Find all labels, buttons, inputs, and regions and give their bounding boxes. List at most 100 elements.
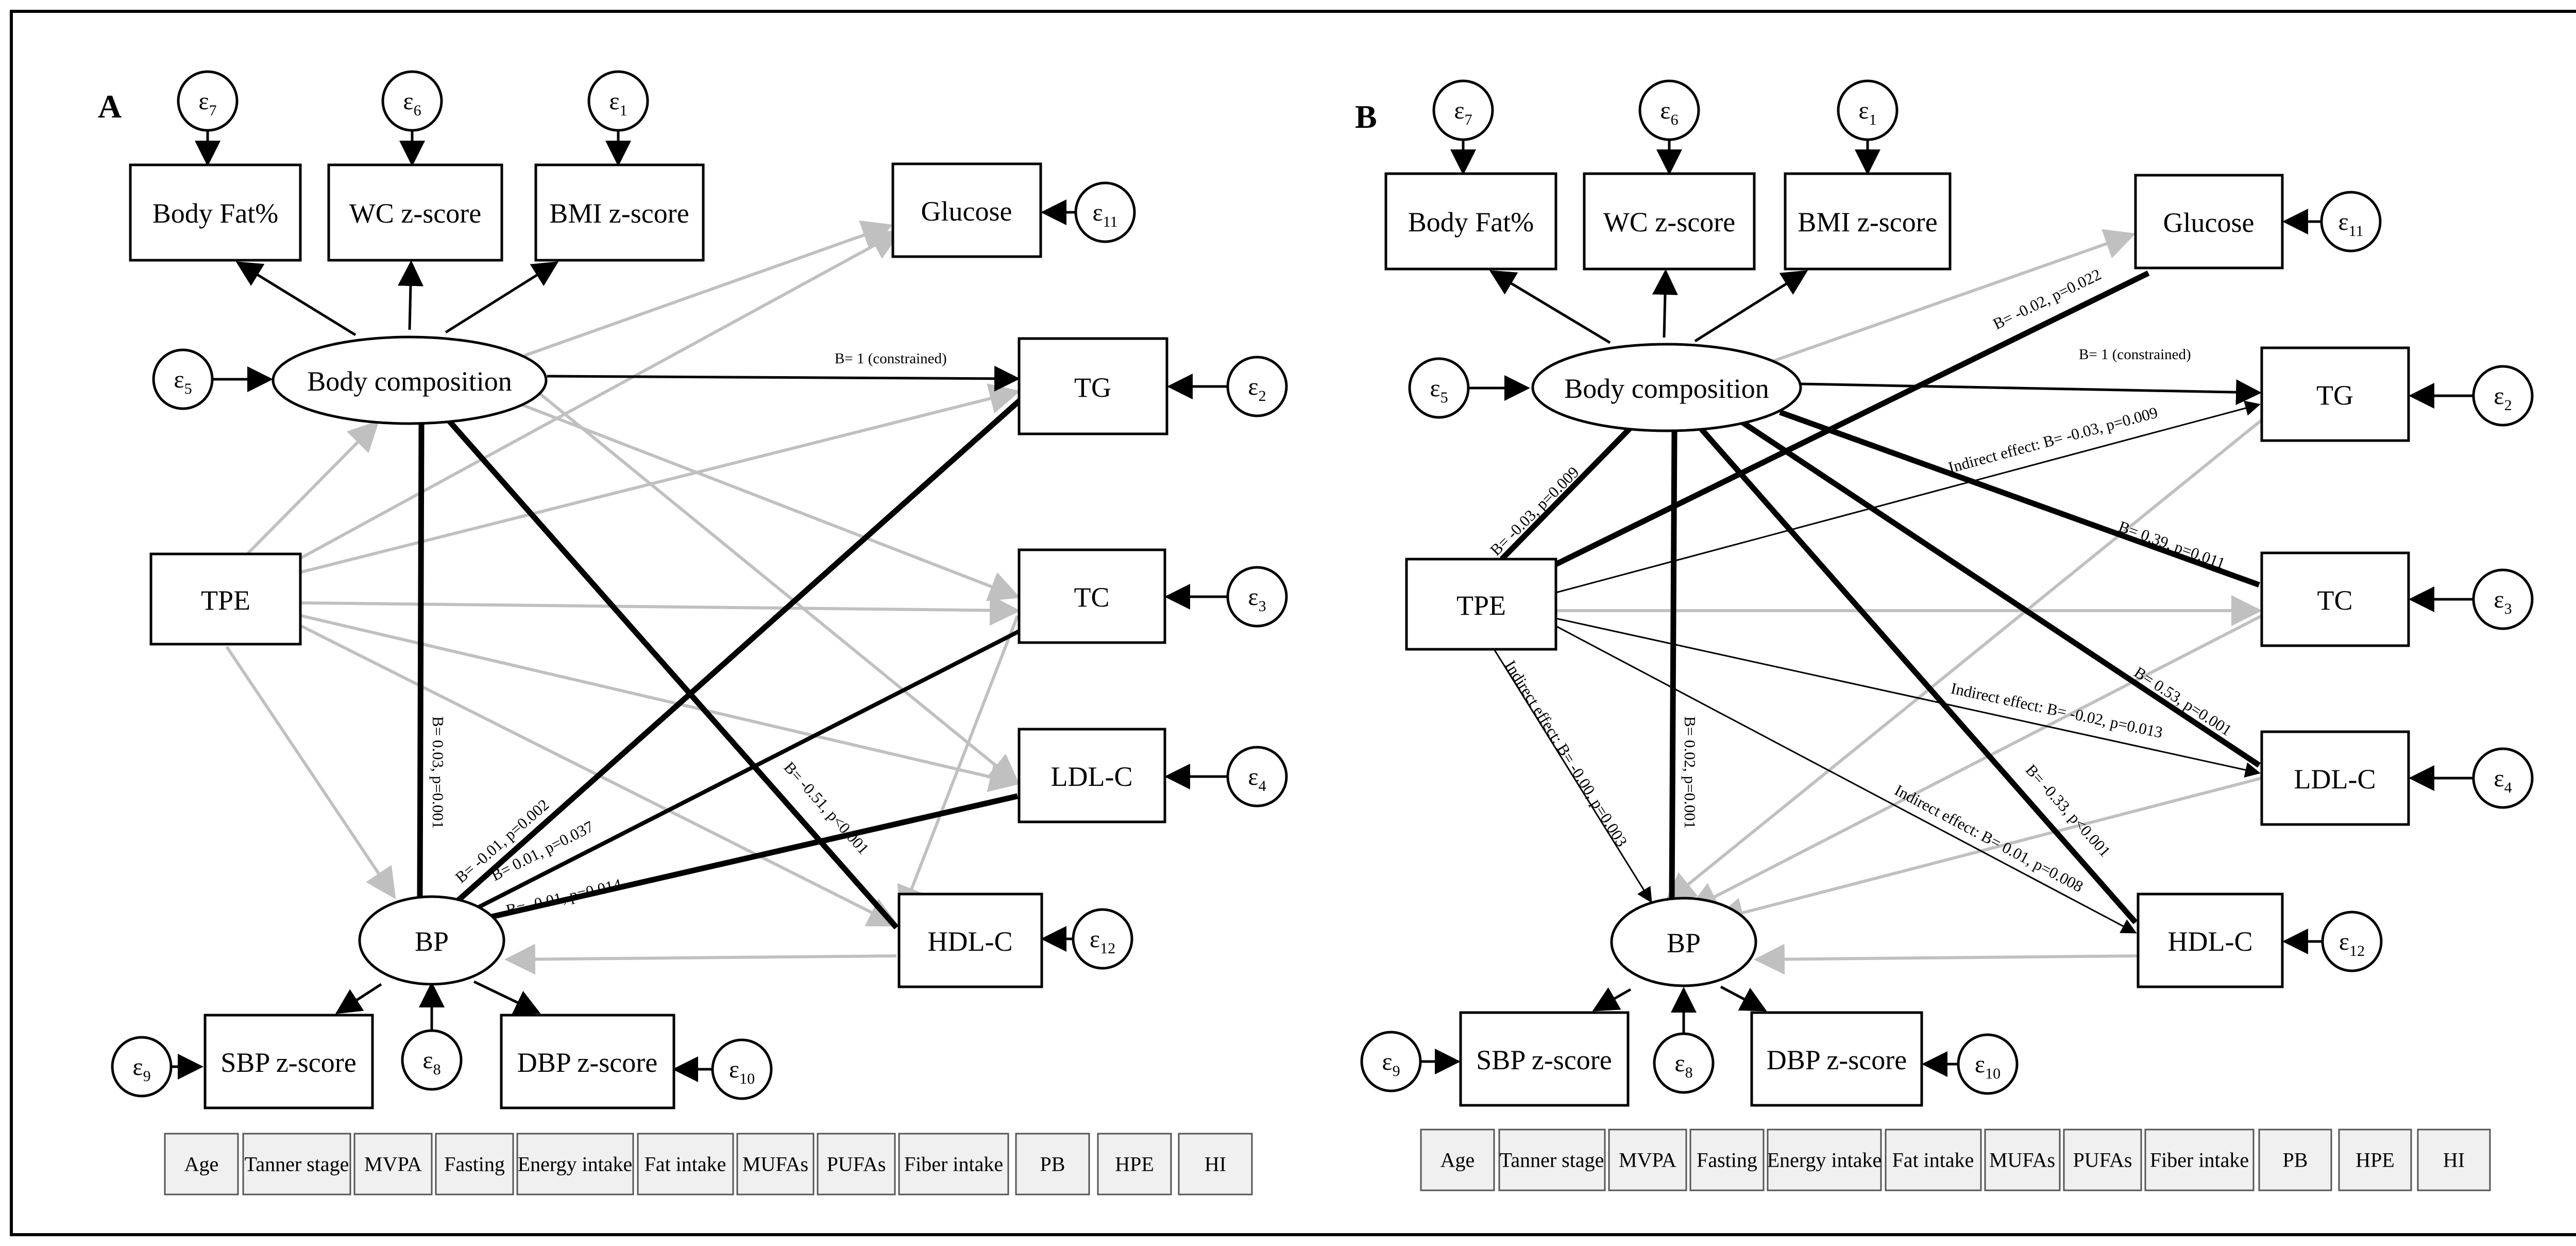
edge-b-ind-bp <box>1493 649 1652 903</box>
covariate-b-11: HI <box>2417 1129 2491 1191</box>
svg-text:Tanner stage: Tanner stage <box>1500 1149 1604 1172</box>
eps-b-e3: ε3 <box>2494 586 2512 617</box>
error-b-e4 <box>2472 747 2534 809</box>
node-a-wc-box <box>327 163 503 262</box>
eps-b-e4: ε4 <box>2494 765 2512 796</box>
eps-a-e1: ε1 <box>609 88 627 119</box>
error-b-e10 <box>1957 1033 2019 1095</box>
edge-b-bc-bodyfat <box>1489 270 1611 344</box>
node-a-hdl-box <box>897 893 1043 988</box>
edge-label-a-ldl-bp: B= -0.01, p=0.014 <box>504 875 623 919</box>
panel-b-error-circles <box>1360 79 2534 1095</box>
covariate-b-2: MVPA <box>1608 1129 1687 1191</box>
node-b-glucose-box <box>2134 174 2284 270</box>
label-a-tc: TC <box>1074 582 1109 613</box>
svg-text:Fat intake: Fat intake <box>645 1153 726 1176</box>
edge-a-tpe-bp <box>225 646 396 899</box>
covariate-b-1: Tanner stage <box>1498 1129 1606 1191</box>
eps-b-e11: ε11 <box>2338 208 2363 240</box>
edge-b-bc-bmi <box>1694 270 1808 343</box>
label-a-tg: TG <box>1074 372 1111 403</box>
error-a-e6 <box>381 70 443 132</box>
edge-b-bc-ldl <box>1737 417 2261 768</box>
svg-text:HPE: HPE <box>2355 1149 2395 1172</box>
node-b-ldl-box <box>2260 730 2410 826</box>
edge-a-bc-ldl <box>514 372 1020 785</box>
edge-label-b-bc-tc: B= 0.39, p=0.011 <box>2116 517 2228 573</box>
eps-a-e11: ε11 <box>1092 199 1117 230</box>
panel-a-black-paths <box>235 260 1025 1015</box>
error-b-e9 <box>1360 1031 1422 1092</box>
covariate-b-6: MUFAs <box>1984 1129 2061 1191</box>
covariate-b-8: Fiber intake <box>2144 1129 2255 1191</box>
covariate-a-2: MVPA <box>353 1133 433 1196</box>
covariate-a-1: Tanner stage <box>242 1133 351 1196</box>
covariate-a-3: Fasting <box>435 1133 514 1196</box>
svg-text:Tanner stage: Tanner stage <box>245 1153 349 1176</box>
error-a-e4 <box>1226 746 1288 807</box>
label-b-glucose: Glucose <box>2163 207 2255 238</box>
label-a-tpe: TPE <box>201 585 250 616</box>
edge-a-bc-wc <box>397 260 423 330</box>
edge-a-bc-tg <box>547 365 1020 392</box>
label-b-bodyfat: Body Fat% <box>1408 207 1534 238</box>
node-b-sbp-box <box>1459 1011 1630 1107</box>
covariate-a-5: Fat intake <box>637 1133 734 1196</box>
eps-a-e7: ε7 <box>198 88 216 119</box>
node-a-tpe-box <box>149 552 302 646</box>
svg-text:Fasting: Fasting <box>1697 1149 1757 1172</box>
eps-a-e4: ε4 <box>1248 763 1266 795</box>
svg-text:MVPA: MVPA <box>364 1153 422 1176</box>
panel-a-error-labels: ε7 ε6 ε1 ε11 ε5 ε2 ε3 ε4 ε12 ε9 ε8 ε10 <box>132 88 1266 1087</box>
edge-label-b-tpe-bc: B= -0.03, p=0.009 <box>1486 463 1582 559</box>
covariate-a-6: MUFAs <box>736 1133 815 1196</box>
svg-text:PUFAs: PUFAs <box>2073 1149 2132 1172</box>
covariate-b-5: Fat intake <box>1885 1129 1982 1191</box>
label-a-dbp: DBP z-score <box>517 1047 657 1078</box>
edge-b-bp-dbp <box>1720 985 1767 1012</box>
node-b-tpe-box <box>1405 558 1557 651</box>
svg-text:Fat intake: Fat intake <box>1892 1149 1974 1172</box>
label-a-bodycomp: Body composition <box>307 366 512 397</box>
edge-b-tpe-bc <box>1500 426 1633 561</box>
label-a-sbp: SBP z-score <box>221 1047 356 1078</box>
eps-b-e6: ε6 <box>1660 97 1678 128</box>
panel-a-edge-labels: B= 1 (constrained) B= 0.03, p=0.001 B= -… <box>429 350 947 919</box>
node-b-hdl-box <box>2137 893 2284 988</box>
edge-b-bc-bp <box>1669 431 1677 902</box>
eps-b-e7: ε7 <box>1454 97 1472 128</box>
node-a-tc-box <box>1018 548 1166 644</box>
eps-a-e2: ε2 <box>1248 373 1266 405</box>
node-b-bodycomp-ellipse <box>1531 343 1802 432</box>
label-b-bp: BP <box>1667 928 1701 958</box>
panel-a-letter: A <box>98 88 122 125</box>
eps-a-e10: ε10 <box>729 1056 755 1087</box>
label-b-wc: WC z-score <box>1603 207 1735 238</box>
error-a-e5 <box>152 348 214 410</box>
edge-label-a-bc-bp: B= 0.03, p=0.001 <box>429 716 447 829</box>
edge-a-tpe-tc <box>301 595 1021 626</box>
error-a-e2 <box>1226 356 1288 417</box>
node-a-ldl-box <box>1018 728 1166 823</box>
node-a-glucose-box <box>891 162 1042 258</box>
edge-label-b-bc-bp: B= 0.02, p=0.001 <box>1681 716 1699 829</box>
eps-a-e9: ε9 <box>132 1053 150 1085</box>
covariate-a-0: Age <box>164 1133 239 1196</box>
error-b-e1 <box>1837 79 1899 141</box>
node-b-tc-box <box>2260 551 2410 647</box>
eps-b-e9: ε9 <box>1382 1048 1400 1080</box>
eps-a-e3: ε3 <box>1248 583 1266 615</box>
panel-b-gray-paths <box>1556 229 2263 975</box>
label-b-tc: TC <box>2317 585 2352 616</box>
error-a-e1 <box>587 70 649 132</box>
node-a-tg-box <box>1018 337 1168 435</box>
svg-text:PUFAs: PUFAs <box>827 1153 886 1176</box>
covariate-b-9: PB <box>2258 1129 2332 1191</box>
svg-text:MUFAs: MUFAs <box>742 1153 808 1176</box>
error-b-e2 <box>2472 365 2534 427</box>
edge-b-bc-tg <box>1800 379 2262 406</box>
covariate-a-9: PB <box>1015 1133 1090 1196</box>
figure-border <box>10 10 2576 1236</box>
label-a-bp: BP <box>415 926 449 957</box>
